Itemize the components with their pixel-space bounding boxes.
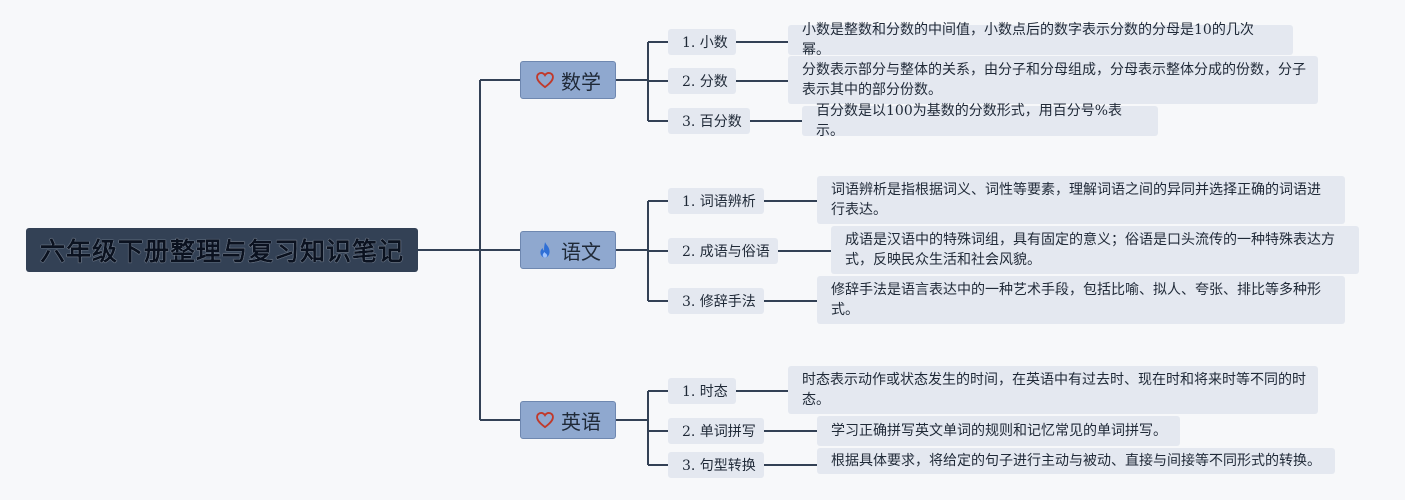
- description-text: 词语辨析是指根据词义、词性等要素，理解词语之间的异同并选择正确的词语进行表达。: [831, 182, 1321, 218]
- subject-label: 英语: [561, 409, 601, 434]
- topic-label: 2. 单词拼写: [682, 424, 756, 440]
- topic-label: 2. 分数: [682, 74, 728, 90]
- description-text: 分数表示部分与整体的关系，由分子和分母组成，分母表示整体分成的份数，分子表示其中…: [802, 62, 1306, 98]
- description-text: 修辞手法是语言表达中的一种艺术手段，包括比喻、拟人、夸张、排比等多种形式。: [831, 282, 1321, 318]
- description-node[interactable]: 小数是整数和分数的中间值，小数点后的数字表示分数的分母是10的几次幂。: [788, 22, 1293, 58]
- topic-node[interactable]: 2. 分数: [668, 68, 736, 94]
- topic-node[interactable]: 1. 小数: [668, 29, 736, 55]
- subject-node-english[interactable]: 英语: [520, 401, 616, 439]
- description-node[interactable]: 词语辨析是指根据词义、词性等要素，理解词语之间的异同并选择正确的词语进行表达。: [817, 176, 1345, 224]
- topic-node[interactable]: 1. 词语辨析: [668, 188, 764, 214]
- description-node[interactable]: 百分数是以100为基数的分数形式，用百分号%表示。: [802, 103, 1158, 139]
- description-text: 百分数是以100为基数的分数形式，用百分号%表示。: [816, 103, 1123, 139]
- root-title: 六年级下册整理与复习知识笔记: [39, 237, 404, 266]
- description-text: 小数是整数和分数的中间值，小数点后的数字表示分数的分母是10的几次幂。: [802, 22, 1254, 58]
- description-text: 学习正确拼写英文单词的规则和记忆常见的单词拼写。: [831, 423, 1167, 439]
- root-node[interactable]: 六年级下册整理与复习知识笔记: [26, 228, 418, 272]
- topic-node[interactable]: 3. 句型转换: [668, 452, 764, 478]
- description-text: 时态表示动作或状态发生的时间，在英语中有过去时、现在时和将来时等不同的时态。: [802, 372, 1306, 408]
- topic-node[interactable]: 2. 单词拼写: [668, 418, 764, 444]
- topic-label: 3. 句型转换: [682, 458, 756, 474]
- topic-label: 3. 百分数: [682, 114, 742, 130]
- flame-icon: [535, 240, 555, 260]
- topic-label: 1. 词语辨析: [682, 194, 756, 210]
- description-node[interactable]: 成语是汉语中的特殊词组，具有固定的意义；俗语是口头流传的一种特殊表达方式，反映民…: [831, 226, 1359, 274]
- description-text: 根据具体要求，将给定的句子进行主动与被动、直接与间接等不同形式的转换。: [831, 453, 1321, 469]
- topic-label: 3. 修辞手法: [682, 294, 756, 310]
- subject-node-math[interactable]: 数学: [520, 61, 616, 99]
- topic-node[interactable]: 1. 时态: [668, 378, 736, 404]
- description-node[interactable]: 修辞手法是语言表达中的一种艺术手段，包括比喻、拟人、夸张、排比等多种形式。: [817, 276, 1345, 324]
- description-text: 成语是汉语中的特殊词组，具有固定的意义；俗语是口头流传的一种特殊表达方式，反映民…: [845, 232, 1335, 268]
- subject-node-chinese[interactable]: 语文: [520, 231, 616, 269]
- heart-icon: [535, 70, 555, 90]
- topic-node[interactable]: 3. 修辞手法: [668, 288, 764, 314]
- topic-node[interactable]: 3. 百分数: [668, 108, 750, 134]
- subject-label: 数学: [561, 69, 601, 94]
- description-node[interactable]: 时态表示动作或状态发生的时间，在英语中有过去时、现在时和将来时等不同的时态。: [788, 366, 1318, 414]
- description-node[interactable]: 学习正确拼写英文单词的规则和记忆常见的单词拼写。: [817, 416, 1180, 446]
- topic-node[interactable]: 2. 成语与俗语: [668, 238, 778, 264]
- description-node[interactable]: 分数表示部分与整体的关系，由分子和分母组成，分母表示整体分成的份数，分子表示其中…: [788, 56, 1318, 104]
- description-node[interactable]: 根据具体要求，将给定的句子进行主动与被动、直接与间接等不同形式的转换。: [817, 448, 1335, 474]
- topic-label: 2. 成语与俗语: [682, 244, 770, 260]
- connector-group: [418, 41, 831, 466]
- heart-icon: [535, 410, 555, 430]
- subject-label: 语文: [561, 239, 601, 264]
- topic-label: 1. 时态: [682, 384, 728, 400]
- topic-label: 1. 小数: [682, 35, 728, 51]
